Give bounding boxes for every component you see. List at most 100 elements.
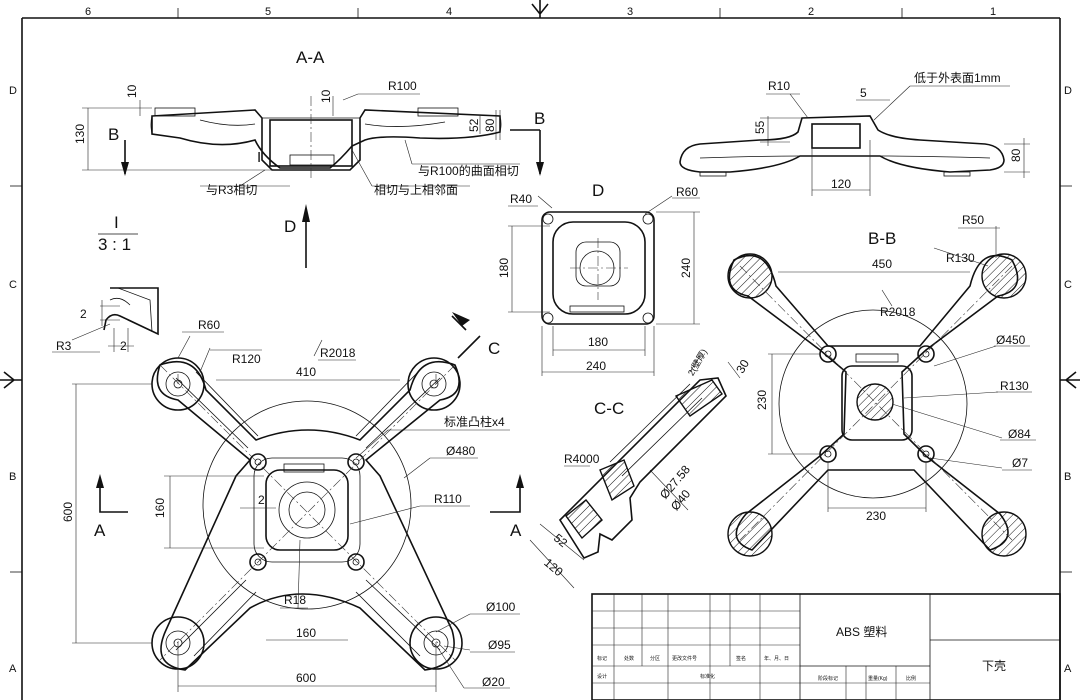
d-dim-180v: 180 (497, 258, 511, 278)
zone-right-1: D (1064, 85, 1072, 97)
main-section-a-right: A (510, 521, 522, 540)
d-view-title: D (592, 181, 604, 200)
main-dim-410: 410 (296, 365, 316, 379)
tb-part-name: 下壳 (982, 659, 1006, 673)
bb-dim-r2018: R2018 (880, 305, 916, 319)
main-dim-600h: 600 (296, 671, 316, 685)
bb-dim-d84: Ø84 (1008, 427, 1031, 441)
main-dim-160a: 160 (153, 498, 167, 518)
main-section-c: C (488, 339, 500, 358)
tb-row-zone: 分区 (650, 655, 660, 662)
section-aa-title: A-A (296, 48, 325, 67)
side-note-below-surface: 低于外表面1mm (914, 71, 1001, 85)
bb-dim-d450c: Ø450 (996, 333, 1026, 347)
zone-right-4: A (1064, 663, 1072, 675)
tb-stage: 阶段标记 (818, 675, 838, 682)
main-dim-r120: R120 (232, 352, 261, 366)
zone-labels: 6 5 4 3 2 1 D C B A D C B A (9, 6, 1072, 675)
section-aa-view: A-A 130 10 10 52 80 R100 B (73, 48, 545, 268)
main-dim-160b: 160 (296, 626, 316, 640)
main-dim-600v: 600 (61, 502, 75, 522)
main-plan-view: 600 600 410 160 160 R60 R120 R2018 标准凸柱x… (61, 312, 524, 692)
main-dim-d100: Ø100 (486, 600, 516, 614)
tb-row-sign: 签名 (736, 655, 746, 662)
tb-material: ABS 塑料 (836, 624, 887, 639)
zone-left-4: A (9, 663, 17, 675)
detail-title: I (114, 213, 119, 232)
section-cc-title: C-C (594, 399, 624, 418)
aa-dim-10a: 10 (125, 84, 139, 98)
d-dim-240v: 240 (679, 258, 693, 278)
aa-note-tangent-r100: 与R100的曲面相切 (418, 163, 519, 178)
side-view: 120 80 55 R10 5 低于外表面1mm (679, 71, 1030, 196)
main-dim-2: 2 (258, 493, 265, 507)
tb-design: 设计 (597, 673, 607, 680)
aa-dim-10b: 10 (319, 89, 333, 103)
zone-top-5: 2 (808, 6, 814, 18)
tb-std: 标准化 (700, 673, 715, 680)
zone-right-2: C (1064, 279, 1072, 291)
side-dim-55: 55 (753, 120, 767, 134)
aa-dim-130: 130 (73, 124, 87, 144)
zone-right-3: B (1064, 471, 1071, 483)
zone-top-3: 4 (446, 6, 452, 18)
aa-section-b-left: B (108, 125, 119, 144)
side-dim-80: 80 (1009, 148, 1023, 162)
aa-view-d-mark: D (284, 217, 296, 236)
bb-dim-r50: R50 (962, 213, 984, 227)
d-dim-180h: 180 (588, 335, 608, 349)
main-dim-d95: Ø95 (488, 638, 511, 652)
bb-dim-230v: 230 (755, 390, 769, 410)
side-dim-5: 5 (860, 86, 867, 100)
title-block: 标记 处数 分区 更改文件号 签名 年、月、日 设计 标准化 阶段标记 重量(K… (591, 593, 1061, 700)
aa-note-tangent-adj: 相切与上相邻面 (374, 183, 458, 197)
section-cc-view: C-C 2(壁厚) 30 R4000 Ø27.58 Ø40 52 120 (529, 347, 752, 589)
main-dim-d480: Ø480 (446, 444, 476, 458)
bb-dim-450: 450 (872, 257, 892, 271)
d-view: D R40 R60 180 240 180 240 (497, 181, 700, 376)
zone-left-1: D (9, 85, 17, 97)
detail-i-view: I 3 : 1 2 2 R3 (52, 213, 159, 353)
tb-ratio: 比例 (906, 675, 916, 682)
section-bb-title: B-B (868, 229, 896, 248)
aa-detail-mark: I (257, 149, 261, 166)
d-dim-240h: 240 (586, 359, 606, 373)
main-section-a-left: A (94, 521, 106, 540)
tb-row-mark: 标记 (597, 655, 607, 662)
detail-dim-2a: 2 (80, 307, 87, 321)
side-dim-120: 120 (831, 177, 851, 191)
main-dim-bosses: 标准凸柱x4 (444, 414, 505, 429)
zone-top-4: 3 (627, 6, 633, 18)
aa-dim-52: 52 (467, 118, 481, 132)
tb-row-file: 更改文件号 (672, 655, 697, 662)
aa-section-b-right: B (534, 109, 545, 128)
d-dim-r60: R60 (676, 185, 698, 199)
main-dim-d20: Ø20 (482, 675, 505, 689)
d-dim-r40: R40 (510, 192, 532, 206)
bb-dim-d7: Ø7 (1012, 456, 1028, 470)
aa-dim-r100: R100 (388, 79, 417, 93)
bb-dim-r130b: R130 (1000, 379, 1029, 393)
zone-top-6: 1 (990, 6, 996, 18)
main-dim-r18: R18 (284, 593, 306, 607)
aa-dim-80: 80 (483, 118, 497, 132)
tb-row-count: 处数 (624, 655, 634, 662)
side-dim-r10: R10 (768, 79, 790, 93)
aa-note-tangent-r3: 与R3相切 (206, 183, 257, 197)
main-dim-r2018: R2018 (320, 346, 356, 360)
bb-dim-r130a: R130 (946, 251, 975, 265)
zone-top-2: 5 (265, 6, 271, 18)
zone-left-2: C (9, 279, 17, 291)
zone-left-3: B (9, 471, 16, 483)
main-dim-r110: R110 (434, 492, 462, 506)
tb-row-date: 年、月、日 (764, 655, 789, 662)
detail-scale: 3 : 1 (98, 235, 131, 254)
detail-dim-2b: 2 (120, 339, 127, 353)
zone-top-1: 6 (85, 6, 91, 18)
tb-weight: 重量(Kg) (868, 675, 888, 682)
section-bb-view: B-B R50 R130 450 R2018 Ø450 R130 230 (727, 213, 1036, 557)
detail-dim-r3: R3 (56, 339, 72, 353)
bb-dim-230h: 230 (866, 509, 886, 523)
